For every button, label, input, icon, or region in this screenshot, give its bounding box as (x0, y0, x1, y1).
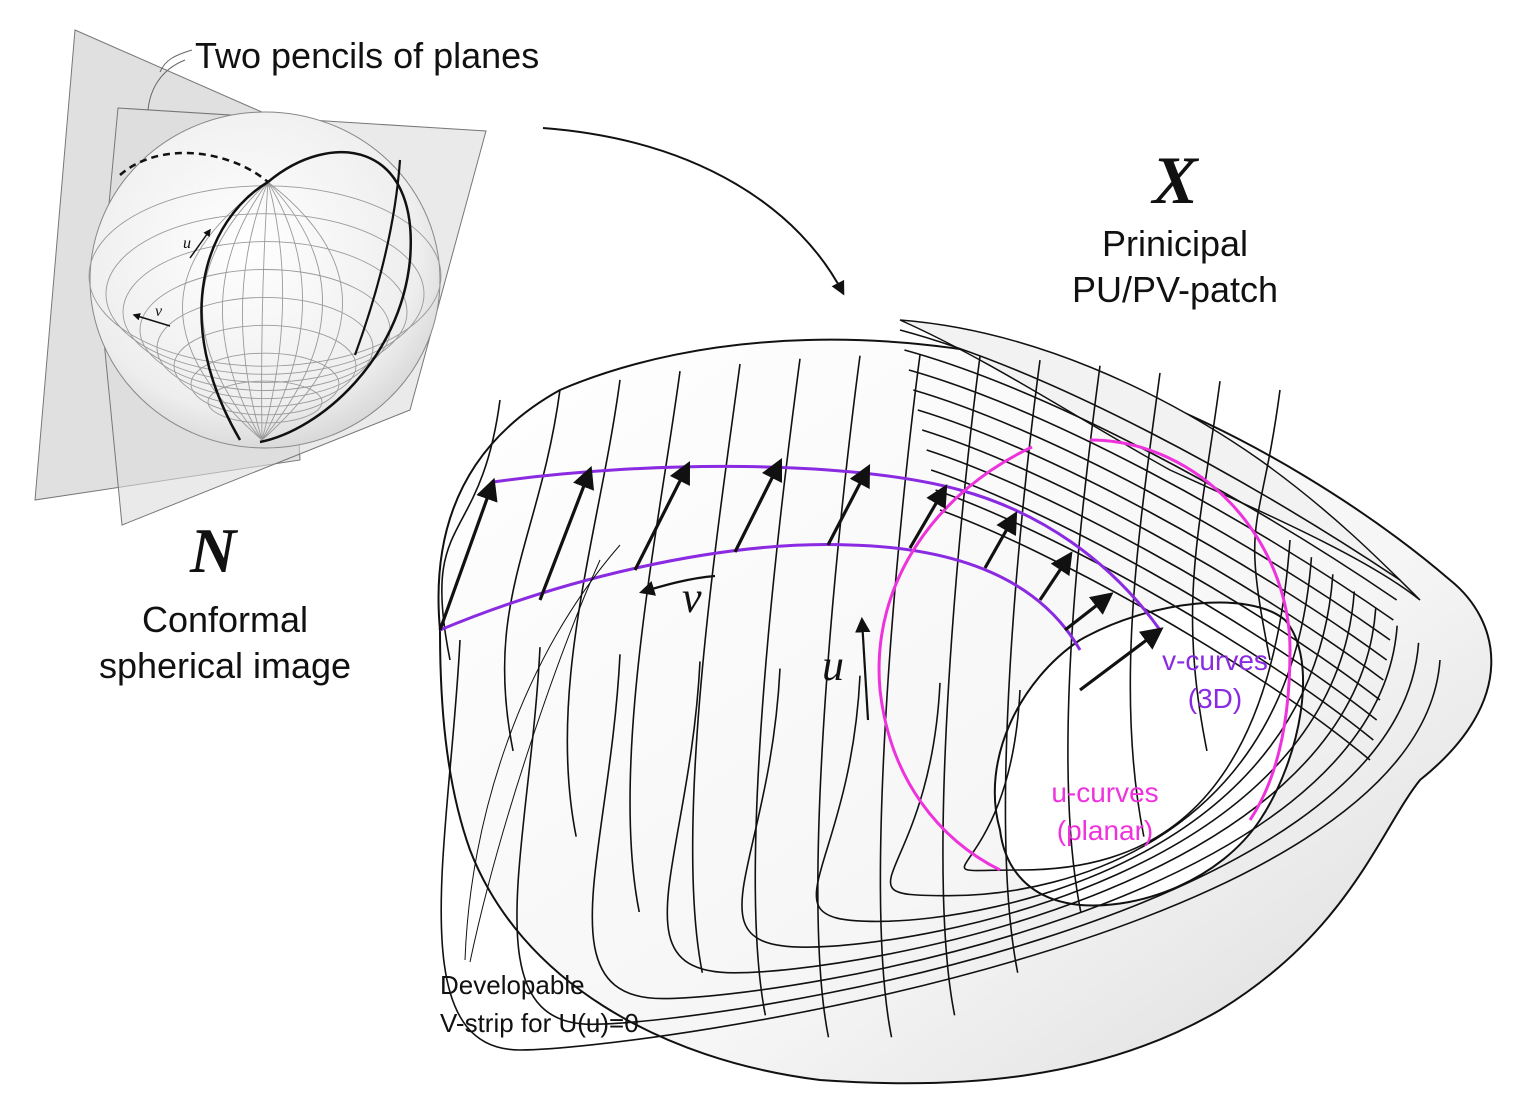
surface-mesh-ring (591, 625, 1398, 1000)
spherical-image-panel: u v Two pencils of planes N Conformal sp… (34, 29, 539, 686)
ruling-arrow (633, 461, 691, 571)
surface-mesh-ruling (1004, 360, 1041, 973)
surface-caption-line1: Prinicipal (1102, 223, 1248, 264)
surface-symbol-X: X (1150, 142, 1199, 218)
sphere-grid-meridian (261, 181, 284, 441)
surface-mesh-ruling (503, 389, 561, 752)
surface-mesh-ruling (691, 363, 741, 973)
surface-mesh-flap-line (930, 469, 1378, 721)
dashed-circle-back (119, 151, 269, 183)
sphere-u-arrow (189, 228, 211, 259)
surface-mesh-ring (889, 557, 1313, 897)
surface-mesh-flap-line (926, 449, 1381, 701)
surface-panel: X Prinicipal PU/PV-patch u v v-curves (3… (437, 142, 1493, 1085)
surface-mesh-ruling (629, 371, 681, 913)
surface-mesh-ring (815, 574, 1334, 923)
surface-outer-sheet (437, 338, 1493, 1085)
surface-mesh-ruling (1191, 381, 1221, 752)
sphere-grid-parallel (105, 213, 425, 375)
surface-mesh-flap-line (908, 369, 1394, 621)
sphere-grid-meridian (241, 181, 269, 441)
surface-mesh-flap-line (921, 429, 1384, 681)
strip-leader-1 (464, 544, 621, 961)
surface-mesh-flap-line (904, 349, 1398, 601)
sphere (89, 111, 441, 449)
sphere-grid-meridian (222, 181, 269, 441)
ruling-arrow (983, 511, 1018, 569)
surface-mesh-ruling (440, 399, 501, 661)
v-curve-inner (439, 543, 1082, 651)
strip-label-line2: V-strip for U(u)=0 (440, 1008, 639, 1038)
u-curves-label-line1: u-curves (1051, 777, 1158, 808)
surface-mesh-ring (516, 642, 1420, 1026)
mapping-arrow (542, 127, 845, 296)
title-leader-2 (159, 49, 193, 73)
surface-v-label: v (682, 573, 702, 622)
sphere-v-arrow (132, 313, 171, 327)
title-leader-1 (147, 59, 186, 111)
surface-mesh-ring (666, 608, 1377, 974)
sphere-grid-meridian (261, 181, 343, 441)
sphere-caption-line1: Conformal (142, 599, 308, 640)
surface-mesh-flap-line (917, 409, 1388, 661)
surface-mesh-ruling (1129, 372, 1161, 837)
bold-circle-left (200, 180, 269, 441)
ruling-arrow (1064, 592, 1114, 632)
ruling-arrow (438, 477, 498, 631)
sphere-caption-line2: spherical image (99, 645, 351, 686)
sphere-v-label: v (155, 303, 163, 320)
sphere-grid-parallel (156, 296, 374, 400)
ruling-arrow (826, 464, 871, 546)
surface-mesh-flap-line (899, 329, 1401, 581)
surface-mesh-ruling (942, 356, 981, 1016)
surface-mesh-ruling (754, 358, 801, 1016)
surface-u-label: u (822, 641, 844, 690)
surface-mesh-flap-line (939, 509, 1371, 761)
surface-mesh-ruling (1253, 389, 1281, 661)
surface-mesh-ring (741, 591, 1356, 948)
strip-label-line1: Developable (440, 970, 585, 1000)
sphere-grid-meridian (261, 181, 323, 441)
surface-mesh-ring (963, 539, 1291, 872)
sphere-grid-parallel (190, 352, 340, 416)
surface-mesh-ruling (879, 354, 921, 1038)
surface-mesh-flap-line (913, 389, 1391, 641)
v-curves-label-line2: (3D) (1188, 683, 1242, 714)
v-curves-label-line1: v-curves (1162, 645, 1268, 676)
sphere-u-label: u (183, 235, 191, 252)
ruling-arrows (438, 457, 1164, 692)
surface-mesh-ruling (817, 355, 861, 1038)
ruling-arrow (908, 484, 948, 549)
u-curves-label-line2: (planar) (1057, 815, 1153, 846)
sphere-grid-meridian (261, 181, 269, 441)
sphere-grid-meridian (182, 181, 269, 441)
bold-circle-right (259, 151, 413, 444)
v-curve-outer (492, 464, 1162, 631)
u-curve-right (1089, 438, 1292, 821)
u-curve-left (877, 445, 1033, 872)
sphere-symbol-N: N (189, 515, 239, 586)
surface-u-arrow (855, 616, 871, 721)
surface-mesh-ring (440, 639, 1441, 1051)
ruling-arrow (538, 465, 595, 601)
ruling-arrow (733, 457, 783, 553)
ruling-arrow (1079, 627, 1164, 692)
ruling-arrow (1038, 551, 1073, 601)
surface-mesh-flap-line (935, 489, 1374, 741)
bold-circle-inner (353, 159, 402, 356)
surface-caption-line2: PU/PV-patch (1072, 269, 1278, 310)
strip-leader-2 (469, 559, 601, 963)
sphere-grid-parallel (207, 380, 323, 424)
surface-v-arrow (639, 574, 716, 596)
sphere-panel-title: Two pencils of planes (195, 35, 539, 76)
sphere-grid-meridian (261, 181, 303, 441)
